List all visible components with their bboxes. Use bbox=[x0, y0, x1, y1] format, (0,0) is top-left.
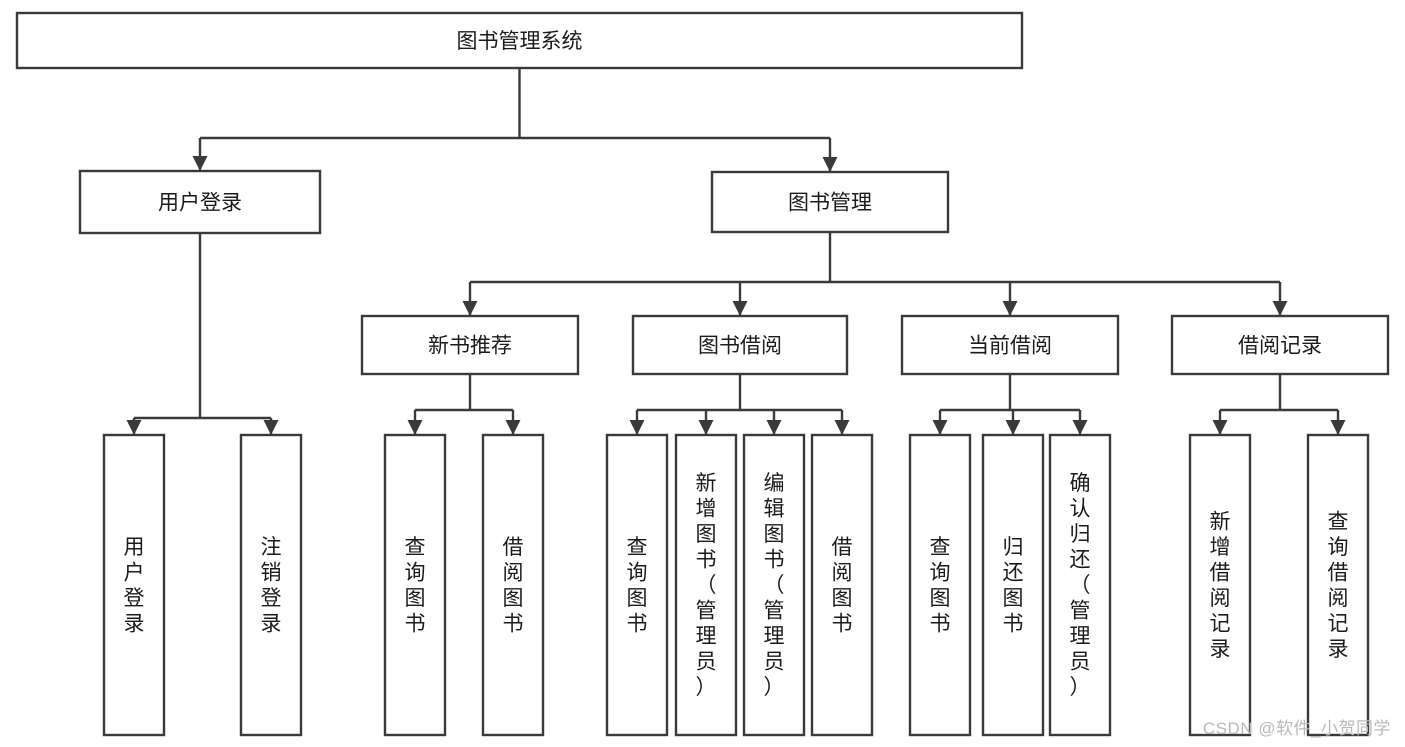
node-label-leaf-query-book-bw: 查询图书 bbox=[627, 536, 648, 636]
node-label-book-borrow: 图书借阅 bbox=[698, 335, 782, 358]
node-label-leaf-user-logout: 注销登录 bbox=[261, 536, 282, 636]
node-label-book-manage: 图书管理 bbox=[788, 192, 872, 215]
node-box-new-book-rec bbox=[360, 314, 580, 376]
arrowhead bbox=[1072, 420, 1088, 435]
node-label-leaf-add-book: 新增图书（管理员） bbox=[696, 472, 717, 699]
arrowhead bbox=[505, 420, 521, 435]
arrowhead bbox=[126, 420, 142, 435]
arrowhead bbox=[698, 420, 714, 435]
node-leaf-return-book[interactable]: 归还图书 bbox=[981, 433, 1045, 737]
node-user-login[interactable]: 用户登录 bbox=[78, 169, 322, 235]
node-label-leaf-query-book-cur: 查询图书 bbox=[930, 536, 951, 636]
node-leaf-query-book-bw[interactable]: 查询图书 bbox=[605, 433, 669, 737]
edge-group-borrow-record bbox=[1212, 374, 1346, 435]
node-box-leaf-borrow-book-rec bbox=[481, 433, 545, 737]
node-label-leaf-return-book: 归还图书 bbox=[1003, 536, 1024, 636]
node-current-borrow[interactable]: 当前借阅 bbox=[900, 314, 1120, 376]
node-leaf-add-book[interactable]: 新增图书（管理员） bbox=[674, 433, 738, 737]
node-leaf-add-record[interactable]: 新增借阅记录 bbox=[1188, 433, 1252, 737]
node-box-leaf-add-record bbox=[1188, 433, 1252, 737]
node-book-borrow[interactable]: 图书借阅 bbox=[631, 314, 849, 376]
node-label-current-borrow: 当前借阅 bbox=[968, 335, 1052, 358]
node-leaf-borrow-book-rec[interactable]: 借阅图书 bbox=[481, 433, 545, 737]
node-label-leaf-user-login: 用户登录 bbox=[124, 536, 145, 636]
edge-group-root bbox=[192, 68, 838, 172]
node-root[interactable]: 图书管理系统 bbox=[15, 11, 1024, 70]
node-leaf-user-logout[interactable]: 注销登录 bbox=[239, 433, 303, 737]
node-box-leaf-confirm-return bbox=[1048, 433, 1112, 737]
node-box-leaf-return-book bbox=[981, 433, 1045, 737]
arrowhead bbox=[932, 420, 948, 435]
arrowhead bbox=[1330, 420, 1346, 435]
edge-group-new-book-rec bbox=[407, 374, 521, 435]
arrowhead bbox=[834, 420, 850, 435]
node-book-manage[interactable]: 图书管理 bbox=[710, 170, 950, 234]
node-leaf-confirm-return[interactable]: 确认归还（管理员） bbox=[1048, 433, 1112, 737]
node-box-user-login bbox=[78, 169, 322, 235]
node-box-leaf-query-book-rec bbox=[383, 433, 447, 737]
arrowhead bbox=[822, 157, 838, 172]
arrowhead bbox=[732, 301, 748, 316]
arrowhead bbox=[1002, 301, 1018, 316]
node-borrow-record[interactable]: 借阅记录 bbox=[1170, 314, 1390, 376]
node-label-new-book-rec: 新书推荐 bbox=[428, 335, 512, 358]
arrowhead bbox=[629, 420, 645, 435]
edge-group-user-login bbox=[126, 233, 279, 435]
node-label-leaf-query-book-rec: 查询图书 bbox=[405, 536, 426, 636]
node-label-borrow-record: 借阅记录 bbox=[1238, 335, 1322, 358]
node-new-book-rec[interactable]: 新书推荐 bbox=[360, 314, 580, 376]
arrowhead bbox=[407, 420, 423, 435]
node-box-leaf-query-book-cur bbox=[908, 433, 972, 737]
node-box-leaf-edit-book bbox=[742, 433, 806, 737]
edge-group-current-borrow bbox=[932, 374, 1088, 435]
node-box-leaf-borrow-book-bw bbox=[810, 433, 874, 737]
node-leaf-edit-book[interactable]: 编辑图书（管理员） bbox=[742, 433, 806, 737]
connector-layer bbox=[126, 68, 1346, 435]
csdn-watermark: CSDN @软件_小贺同学 bbox=[1202, 719, 1391, 738]
node-label-leaf-confirm-return: 确认归还（管理员） bbox=[1070, 472, 1091, 699]
node-box-root bbox=[15, 11, 1024, 70]
node-label-leaf-borrow-book-rec: 借阅图书 bbox=[503, 536, 524, 636]
node-label-leaf-query-record: 查询借阅记录 bbox=[1328, 510, 1349, 661]
node-leaf-query-book-cur[interactable]: 查询图书 bbox=[908, 433, 972, 737]
arrowhead bbox=[766, 420, 782, 435]
arrowhead bbox=[1005, 420, 1021, 435]
node-label-root: 图书管理系统 bbox=[457, 30, 583, 53]
node-label-leaf-borrow-book-bw: 借阅图书 bbox=[832, 536, 853, 636]
node-box-leaf-query-record bbox=[1306, 433, 1370, 737]
node-box-borrow-record bbox=[1170, 314, 1390, 376]
arrowhead bbox=[462, 301, 478, 316]
node-leaf-user-login[interactable]: 用户登录 bbox=[102, 433, 166, 737]
node-box-book-borrow bbox=[631, 314, 849, 376]
arrowhead bbox=[1272, 301, 1288, 316]
edge-group-book-borrow bbox=[629, 374, 850, 435]
node-box-book-manage bbox=[710, 170, 950, 234]
node-label-leaf-add-record: 新增借阅记录 bbox=[1210, 510, 1231, 661]
node-box-leaf-user-login bbox=[102, 433, 166, 737]
edge-group-book-manage bbox=[462, 232, 1288, 316]
node-leaf-borrow-book-bw[interactable]: 借阅图书 bbox=[810, 433, 874, 737]
node-box-current-borrow bbox=[900, 314, 1120, 376]
node-label-leaf-edit-book: 编辑图书（管理员） bbox=[764, 472, 785, 699]
node-box-leaf-user-logout bbox=[239, 433, 303, 737]
node-leaf-query-record[interactable]: 查询借阅记录 bbox=[1306, 433, 1370, 737]
arrowhead bbox=[192, 156, 208, 171]
node-layer: 图书管理系统用户登录图书管理新书推荐图书借阅当前借阅借阅记录用户登录注销登录查询… bbox=[15, 11, 1390, 737]
arrowhead bbox=[1212, 420, 1228, 435]
node-box-leaf-query-book-bw bbox=[605, 433, 669, 737]
node-leaf-query-book-rec[interactable]: 查询图书 bbox=[383, 433, 447, 737]
arrowhead bbox=[263, 420, 279, 435]
node-label-user-login: 用户登录 bbox=[158, 192, 242, 215]
node-box-leaf-add-book bbox=[674, 433, 738, 737]
